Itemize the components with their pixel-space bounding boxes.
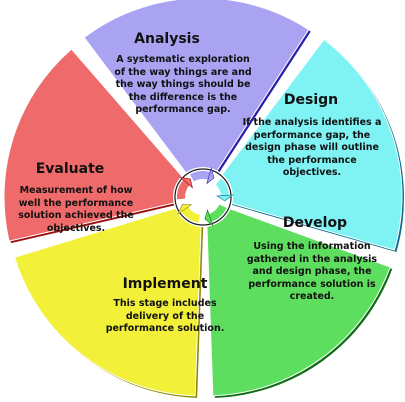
evaluate-cycle-arrowhead (179, 176, 193, 189)
design-segment (205, 38, 403, 251)
evaluate-title: Evaluate (35, 161, 105, 177)
analysis-segment (83, 0, 310, 195)
design-cycle-arrowhead (216, 194, 234, 202)
analysis-title: Analysis (134, 31, 200, 47)
implement-cycle-arrowhead (177, 204, 193, 215)
analysis-cycle-arrowhead (206, 167, 215, 185)
evaluate-description: Measurement of how well the performance … (18, 185, 134, 234)
hub-ring (174, 168, 232, 226)
implement-description: This stage includes delivery of the perf… (105, 298, 225, 334)
develop-segment (205, 199, 391, 397)
design-title: Design (283, 92, 339, 108)
develop-description: Using the information gathered in the an… (246, 241, 378, 302)
analysis-cycle-arrow (190, 171, 212, 182)
develop-cycle-arrowhead (204, 209, 214, 227)
design-description: If the analysis identifies a performance… (242, 117, 382, 178)
cycle-arrows-icon (173, 167, 234, 227)
implement-title: Implement (122, 276, 208, 292)
evaluate-segment (3, 48, 201, 242)
implement-segment (13, 199, 203, 397)
develop-title: Develop (282, 215, 348, 231)
analysis-description: A systematic exploration of the way thin… (114, 54, 252, 115)
